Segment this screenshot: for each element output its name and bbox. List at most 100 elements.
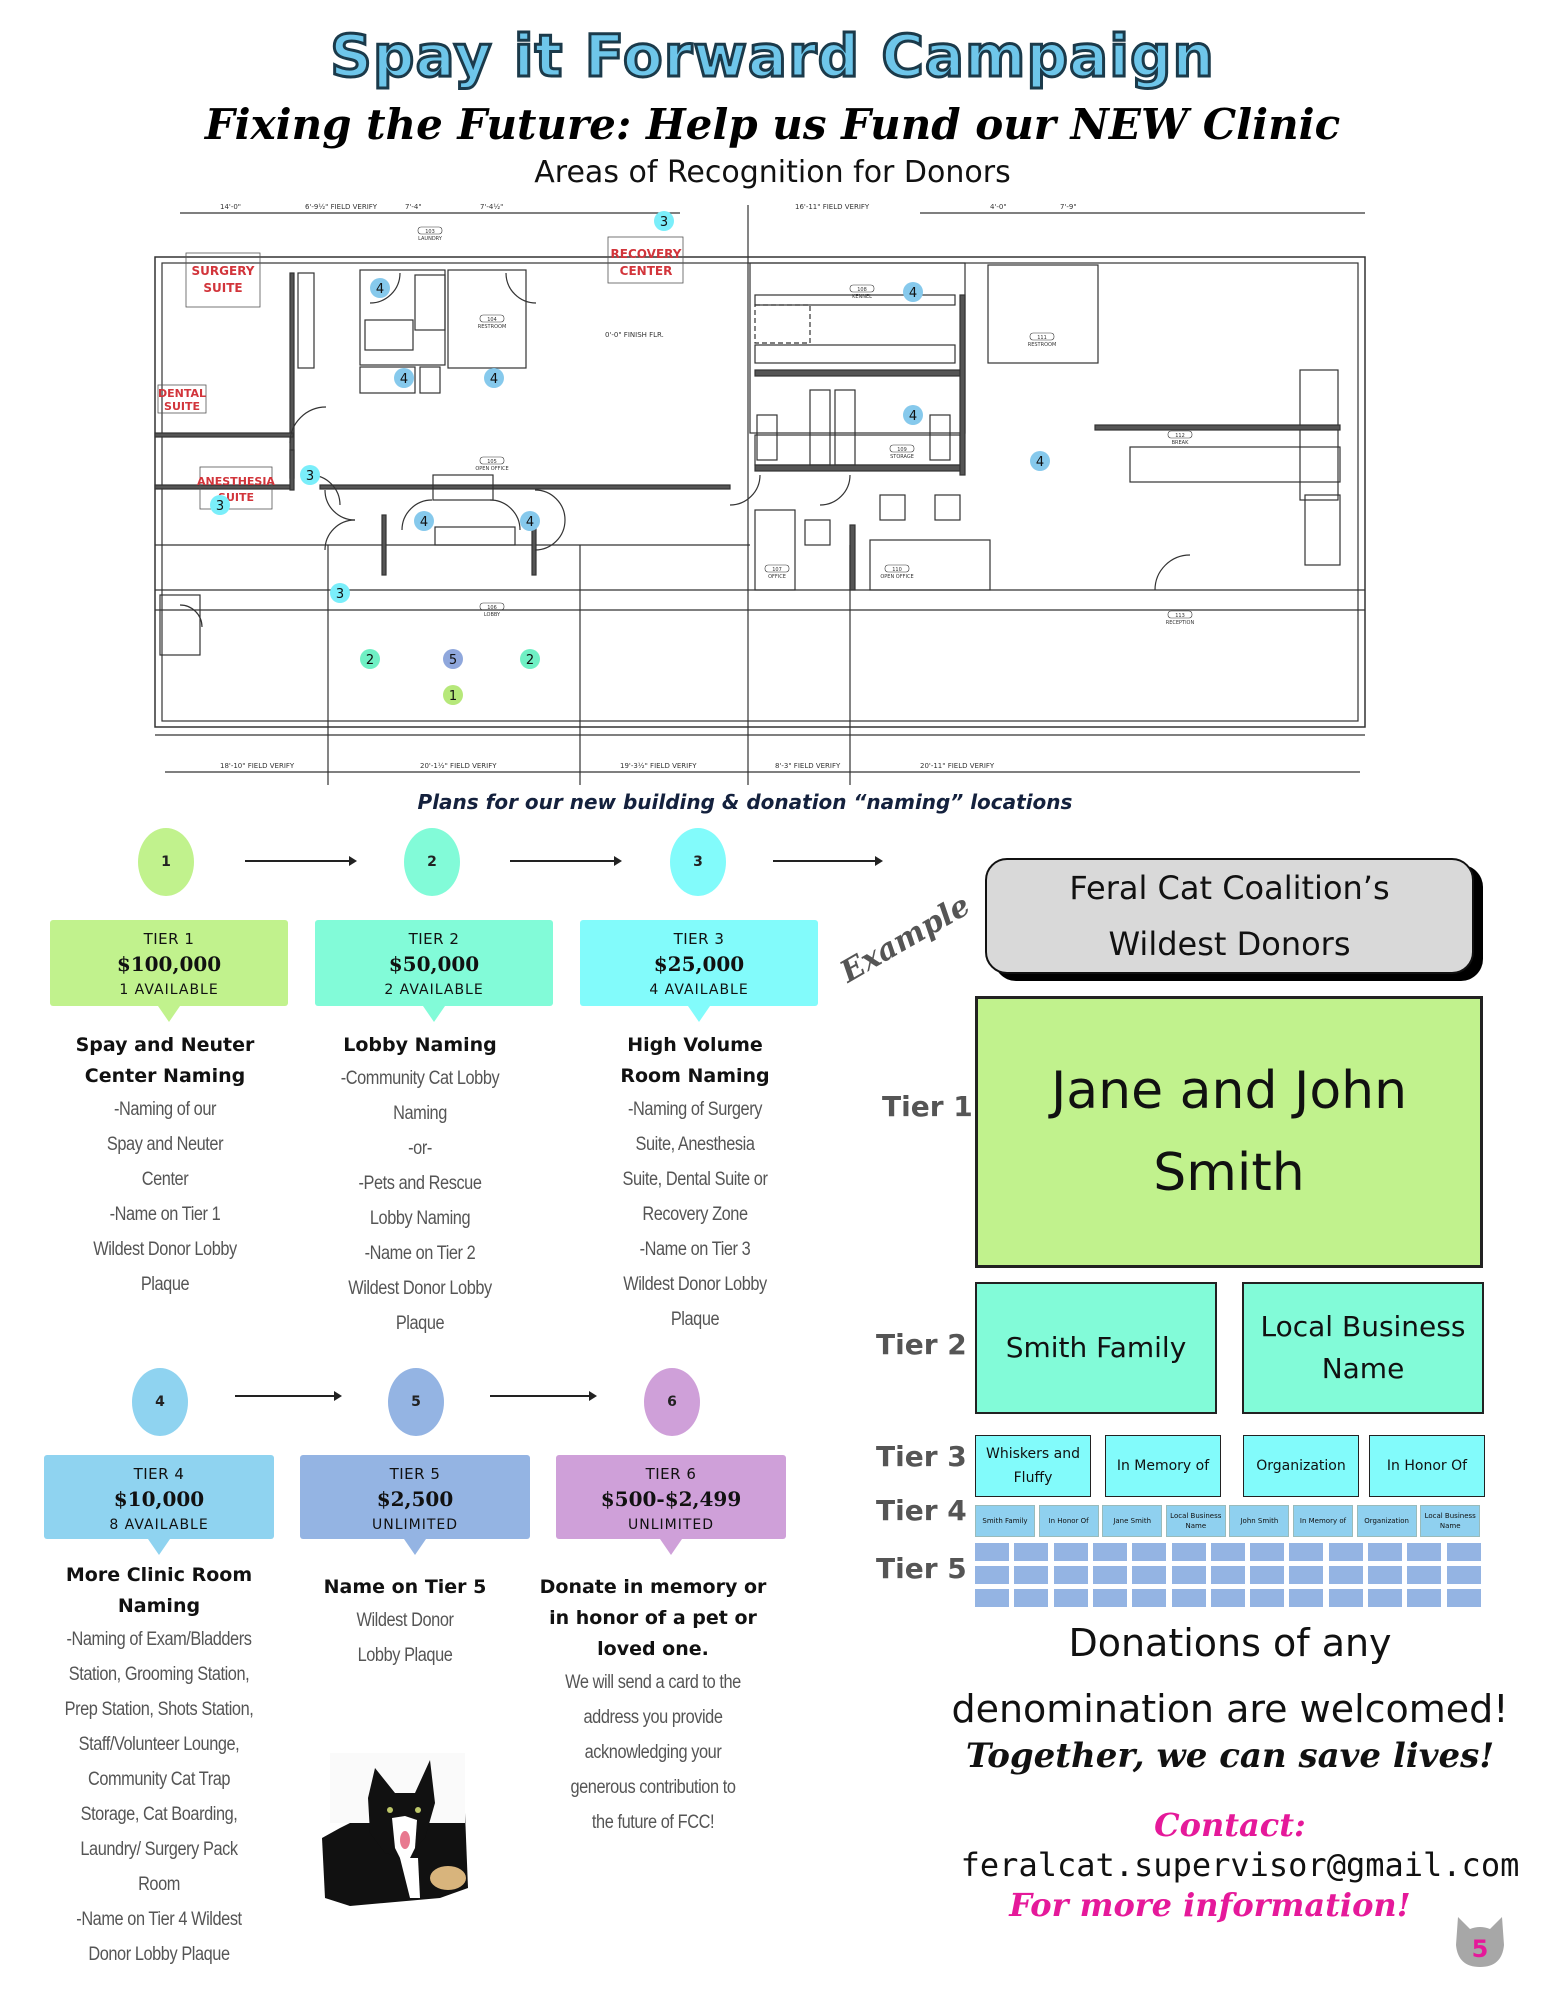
room-label-recovery: RECOVERY <box>611 247 682 261</box>
plaque-tier5-slot <box>1092 1589 1127 1607</box>
plaque-tier4-slot: Smith Family <box>975 1505 1035 1537</box>
text-line: Lobby Naming <box>343 1034 497 1056</box>
tier-availability: 2 AVAILABLE <box>384 982 484 998</box>
dimension-label: 16'-11" FIELD VERIFY <box>795 203 870 211</box>
plaque-name: John Smith <box>1240 1517 1279 1525</box>
text-line: Plaque <box>395 1313 445 1334</box>
svg-text:107: 107 <box>772 567 782 573</box>
plaque-tier5-slot <box>1446 1566 1481 1584</box>
svg-text:3: 3 <box>306 469 314 484</box>
text-line: Fluffy <box>1013 1470 1053 1486</box>
example-label: Example <box>834 887 977 990</box>
plaque-tier5-slot <box>1407 1543 1442 1561</box>
text-line: -Pets and Rescue <box>358 1173 482 1194</box>
plaque-tier3-slot: In Memory of <box>1105 1435 1221 1497</box>
plaque-tier5-slot <box>1132 1543 1167 1561</box>
svg-text:109: 109 <box>897 447 907 453</box>
dimension-label: 7'-4" <box>405 203 422 211</box>
plaque-tier3-slot: Organization <box>1243 1435 1359 1497</box>
plaque-name: In Honor Of <box>1387 1454 1467 1478</box>
tier-availability: 1 AVAILABLE <box>119 982 219 998</box>
svg-text:LOBBY: LOBBY <box>484 612 501 618</box>
text-line: Center <box>141 1169 189 1190</box>
plaque-tier5-slot <box>1132 1589 1167 1607</box>
tier-marker-4[interactable]: 4 <box>394 368 414 388</box>
svg-text:104: 104 <box>487 317 497 323</box>
plaque-tier2-slot: Smith Family <box>975 1282 1217 1414</box>
tier-marker-3[interactable]: 3 <box>654 211 674 231</box>
tier-description-heading: Name on Tier 5 <box>280 1572 530 1603</box>
plaque-tier-label: Tier 4 <box>876 1494 967 1527</box>
svg-text:1: 1 <box>449 689 457 704</box>
tier-marker-2[interactable]: 2 <box>360 649 380 669</box>
svg-text:113: 113 <box>1175 613 1185 619</box>
text-line: generous contribution to <box>570 1777 736 1798</box>
svg-text:5: 5 <box>449 653 457 668</box>
tier-marker-4[interactable]: 4 <box>520 511 540 531</box>
svg-text:OPEN OFFICE: OPEN OFFICE <box>880 574 913 580</box>
svg-text:STORAGE: STORAGE <box>890 454 914 460</box>
text-line: Lobby Plaque <box>357 1645 453 1666</box>
tier-marker-4[interactable]: 4 <box>370 278 390 298</box>
tier-marker-4[interactable]: 4 <box>903 282 923 302</box>
tier-marker-4[interactable]: 4 <box>484 368 504 388</box>
plaque-tier5-slot <box>1171 1543 1206 1561</box>
tier-marker-1[interactable]: 1 <box>443 685 463 705</box>
tier-marker-4[interactable]: 4 <box>414 511 434 531</box>
tier-marker-4[interactable]: 4 <box>903 405 923 425</box>
text-line: Station, Grooming Station, <box>68 1664 250 1685</box>
contact-email-link[interactable]: feralcat.supervisor@gmail.com <box>960 1846 1520 1884</box>
svg-text:4: 4 <box>526 515 534 530</box>
plaque-title-line: Wildest Donors <box>1108 925 1351 963</box>
text-line: Name on Tier 5 <box>323 1576 487 1598</box>
text-line: Wildest Donor Lobby <box>623 1274 767 1295</box>
text-line: Room Naming <box>620 1065 770 1087</box>
plaque-tier5-slot <box>1210 1566 1245 1584</box>
svg-text:RECEPTION: RECEPTION <box>1166 620 1195 626</box>
tier-marker-3[interactable]: 3 <box>330 583 350 603</box>
tier-marker-3[interactable]: 3 <box>300 465 320 485</box>
plaque-tier5-slot <box>1053 1543 1088 1561</box>
text-line: -or- <box>408 1138 432 1159</box>
plaque-tier5-slot <box>975 1543 1009 1561</box>
tier-step-1: 1 <box>138 828 194 896</box>
tier-marker-2[interactable]: 2 <box>520 649 540 669</box>
plaque-tier5-slot <box>1210 1543 1245 1561</box>
text-line: in honor of a pet or <box>549 1607 757 1629</box>
svg-text:112: 112 <box>1175 433 1185 439</box>
tier-marker-3[interactable]: 3 <box>210 495 230 515</box>
tier-marker-5[interactable]: 5 <box>443 649 463 669</box>
tier-card-5: TIER 5 $2,500 UNLIMITED <box>300 1455 530 1555</box>
svg-text:2: 2 <box>366 653 374 668</box>
cat-head-icon <box>1456 1917 1504 1967</box>
svg-text:108: 108 <box>857 287 867 293</box>
dimension-label: 7'-4½" <box>480 203 503 211</box>
text-line: -Naming of Exam/Bladders <box>66 1629 252 1650</box>
plaque-name: Smith Family <box>1006 1327 1187 1369</box>
tier-step-4: 4 <box>132 1368 188 1436</box>
text-line: Donor Lobby Plaque <box>88 1944 230 1965</box>
room-label-recovery-2: CENTER <box>620 264 673 278</box>
tier-marker-4[interactable]: 4 <box>1030 451 1050 471</box>
plaque-tier-label: Tier 2 <box>876 1328 967 1361</box>
plaque-tier4-slot: John Smith <box>1229 1505 1290 1537</box>
tier-description-heading: Lobby Naming <box>295 1030 545 1061</box>
svg-text:110: 110 <box>892 567 902 573</box>
dimension-label: 6'-9½" FIELD VERIFY <box>305 203 378 211</box>
svg-text:4: 4 <box>909 409 917 424</box>
text-line: We will send a card to the <box>565 1672 741 1693</box>
tier-name: TIER 3 <box>673 930 725 948</box>
text-line: Lobby Naming <box>369 1208 471 1229</box>
plaque-name: Name <box>1185 1522 1207 1530</box>
